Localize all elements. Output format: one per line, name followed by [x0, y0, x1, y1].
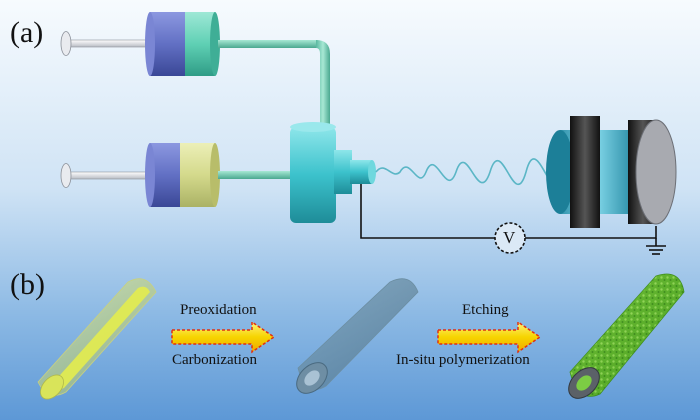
syringe-upper: [60, 12, 330, 140]
step2-bottom-label: In-situ polymerization: [396, 352, 530, 368]
fiber-core: [52, 286, 150, 390]
syringe-lower: [60, 143, 296, 207]
spinneret-nozzle: [350, 160, 372, 184]
fiber-core-end: [40, 374, 64, 400]
collector-drum-back: [546, 130, 574, 214]
electrospinning-jet: [375, 158, 567, 187]
high-voltage-circuit: [360, 184, 666, 255]
hollow-fiber-bore: [304, 370, 320, 386]
fiber-hollow-carbon: [296, 278, 419, 394]
fiber-polymer-coated: [568, 273, 685, 399]
collector-drum-face: [635, 119, 677, 225]
spinneret-top: [290, 122, 336, 132]
panel-label-b: (b): [10, 268, 45, 301]
barrel-end-lower: [210, 143, 220, 207]
polymer-coated-shading: [570, 274, 684, 397]
barrel-solution-lower: [180, 143, 215, 207]
step1-top-label: Preoxidation: [180, 302, 257, 318]
collector-band-left: [570, 116, 600, 228]
step1-bottom-label: Carbonization: [172, 352, 257, 368]
coaxial-spinneret: [290, 122, 376, 223]
feed-tube-lower: [218, 171, 296, 179]
spinneret-step: [334, 150, 352, 194]
plunger-cap-lower: [60, 163, 72, 188]
barrel-end-upper: [210, 12, 220, 76]
plunger-head-face-upper: [145, 12, 155, 76]
polymer-fiber-bore: [576, 375, 592, 391]
plunger-rod-upper: [69, 39, 153, 48]
process-arrow-1: [171, 320, 276, 354]
process-arrow-2: [437, 320, 542, 354]
panel-label-a: (a): [10, 16, 44, 49]
rotating-collector: [546, 116, 677, 228]
plunger-cap-upper: [60, 31, 72, 56]
wire-left: [360, 184, 495, 239]
step2-top-label: Etching: [462, 302, 509, 318]
feed-tube-bend: [316, 40, 330, 140]
plunger-head-upper: [150, 12, 185, 76]
voltmeter-symbol: V: [503, 228, 516, 247]
fiber-core-shell: [37, 278, 157, 400]
plunger-head-face-lower: [145, 143, 155, 207]
voltmeter-circle: [494, 222, 526, 254]
feed-tube-upper: [218, 40, 318, 48]
spinneret-body: [290, 127, 336, 223]
nozzle-tip: [368, 160, 376, 184]
plunger-rod-lower: [69, 171, 153, 180]
